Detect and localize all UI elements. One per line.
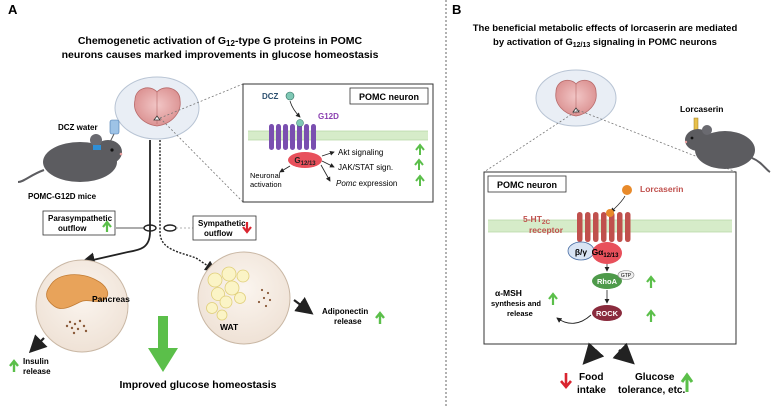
rhoa-up-arrow bbox=[646, 275, 656, 288]
insulin-label-2: release bbox=[23, 367, 51, 376]
glucose-label-1: Glucose bbox=[635, 372, 675, 383]
wat-circle: WAT bbox=[197, 251, 291, 345]
lorcaserin-label: Lorcaserin bbox=[640, 184, 683, 194]
symp-down-arrow bbox=[242, 222, 252, 234]
galpha-label: Gα12/13 bbox=[592, 247, 620, 259]
jak-up-arrow bbox=[414, 158, 424, 170]
insulin-granules bbox=[65, 319, 88, 335]
pomc-inset-a: POMC neuron DCZ G12D G bbox=[242, 83, 434, 203]
zoom-line-bottom bbox=[159, 117, 244, 203]
inset-b-title: POMC neuron bbox=[497, 180, 557, 190]
para-label-1: Parasympathetic bbox=[48, 214, 113, 223]
5ht2c-receptor bbox=[577, 209, 631, 242]
symp-label-2: outflow bbox=[204, 229, 233, 238]
insulin-label-1: Insulin bbox=[23, 357, 49, 366]
lorcaserin-ligand bbox=[622, 185, 632, 195]
receptor-label-1: 5-HT2C bbox=[523, 214, 551, 226]
gtp-molecule bbox=[617, 270, 635, 280]
g1213-label-a: G12/13 bbox=[294, 156, 316, 167]
pancreas-circle: Pancreas bbox=[35, 259, 130, 353]
dreadd-receptor bbox=[269, 119, 316, 150]
mouse-b: Lorcaserin bbox=[680, 104, 771, 173]
symp-label-1: Sympathetic bbox=[198, 219, 246, 228]
para-label-2: outflow bbox=[58, 224, 87, 233]
adipocytes bbox=[206, 266, 250, 321]
parasympathetic-box: Parasympathetic outflow bbox=[42, 210, 116, 236]
adiponectin-granules bbox=[257, 288, 272, 308]
pancreas-organ bbox=[46, 274, 109, 309]
zoom-b-left bbox=[483, 109, 579, 173]
panel-b-title-line2: by activation of G12/13 signaling in POM… bbox=[493, 37, 717, 49]
adipo-label-2: release bbox=[334, 317, 362, 326]
dcz-ligand bbox=[285, 91, 295, 101]
membrane-a bbox=[248, 131, 428, 140]
pomc-expression-label: Pomc expression bbox=[336, 179, 397, 188]
msh-label-1: α-MSH bbox=[495, 288, 522, 298]
para-up-arrow bbox=[102, 220, 112, 232]
mouse-a: DCZ water POMC-G12D mice bbox=[17, 119, 123, 201]
gtp-label: GTP bbox=[621, 273, 632, 279]
msh-up-arrow bbox=[548, 292, 558, 305]
receptor-label-2: receptor bbox=[529, 225, 564, 235]
panel-b-letter: B bbox=[452, 2, 461, 17]
neuronal-label-1: Neuronal bbox=[250, 171, 281, 180]
pomc-up-arrow bbox=[415, 174, 425, 186]
beta-gamma-label: β/γ bbox=[575, 247, 588, 257]
msh-label-2: synthesis and bbox=[491, 299, 541, 308]
rhoa-protein bbox=[592, 273, 622, 289]
sympathetic-box: Sympathetic outflow bbox=[192, 215, 257, 241]
akt-up-arrow bbox=[415, 143, 425, 155]
panel-a-letter: A bbox=[8, 2, 18, 17]
adipo-label-1: Adiponectin bbox=[322, 307, 368, 316]
wat-label: WAT bbox=[220, 322, 239, 332]
dcz-water-label: DCZ water bbox=[58, 123, 98, 132]
g1213-protein-a bbox=[288, 152, 322, 168]
lorcaserin-mouse-label: Lorcaserin bbox=[680, 104, 723, 114]
improved-label: Improved glucose homeostasis bbox=[120, 379, 277, 391]
glucose-label-2: tolerance, etc. bbox=[618, 385, 685, 396]
rock-label: ROCK bbox=[596, 309, 619, 318]
g12d-label: G12D bbox=[318, 112, 339, 121]
neuronal-label-2: activation bbox=[250, 180, 282, 189]
head-implant bbox=[93, 145, 101, 150]
pomc-inset-b: POMC neuron Lorcaserin 5-HT2C receptor bbox=[483, 171, 737, 345]
panel-a-title-line2: neurons causes marked improvements in gl… bbox=[62, 49, 379, 61]
brain-slice bbox=[114, 76, 200, 140]
insulin-up-arrow bbox=[9, 359, 19, 372]
improved-down-arrow bbox=[148, 316, 178, 372]
panel-a-title-line1: Chemogenetic activation of G12-type G pr… bbox=[78, 35, 363, 48]
mouse-a-label: POMC-G12D mice bbox=[28, 192, 97, 201]
pancreas-label: Pancreas bbox=[92, 294, 130, 304]
parasympathetic-path bbox=[80, 140, 151, 267]
adipo-up-arrow bbox=[375, 311, 385, 324]
water-bottle-icon bbox=[109, 119, 120, 135]
zoom-line-top bbox=[159, 83, 244, 119]
rock-up-arrow bbox=[646, 309, 656, 322]
dcz-label: DCZ bbox=[262, 92, 279, 101]
galpha-subunit bbox=[592, 242, 622, 264]
food-label-2: intake bbox=[577, 385, 606, 396]
panel-b-title-line1: The beneficial metabolic effects of lorc… bbox=[473, 23, 738, 34]
food-down-arrow bbox=[560, 373, 572, 390]
rock-protein bbox=[592, 305, 622, 321]
inset-a-title: POMC neuron bbox=[359, 92, 419, 102]
akt-label: Akt signaling bbox=[338, 148, 383, 157]
glucose-up-arrow bbox=[680, 372, 694, 392]
panel-a: A Chemogenetic activation of G12-type G … bbox=[8, 2, 434, 391]
food-label-1: Food bbox=[579, 372, 603, 383]
panel-b: B The beneficial metabolic effects of lo… bbox=[452, 2, 771, 396]
jak-label: JAK/STAT sign. bbox=[338, 163, 393, 172]
brain-slice-b bbox=[535, 69, 617, 127]
sympathetic-path bbox=[159, 140, 217, 272]
msh-label-3: release bbox=[507, 309, 533, 318]
rhoa-label: RhoA bbox=[597, 277, 618, 286]
